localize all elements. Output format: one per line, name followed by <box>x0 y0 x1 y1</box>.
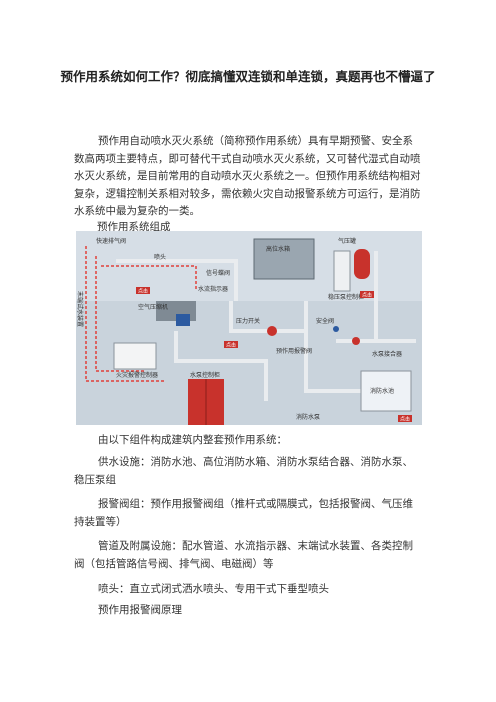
safety-valve <box>333 326 339 332</box>
label-fire-pump: 消防水泵 <box>296 413 320 421</box>
label-sprinkler: 喷头 <box>154 253 166 261</box>
component-item-1: 供水设施：消防水池、高位消防水箱、消防水泵结合器、消防水泵、稳压泵组 <box>74 456 413 486</box>
label-alarm-panel: 火灾报警控制器 <box>116 371 158 379</box>
alarm-valve <box>267 326 277 336</box>
figure-caption: 预作用系统组成 <box>97 221 171 233</box>
stabilizer-cabinet <box>333 250 351 292</box>
label-pressure-switch: 压力开关 <box>236 317 260 325</box>
label-alarm-valve: 预作用报警阀 <box>276 347 312 355</box>
component-item-2: 报警阀组：预作用报警阀组（推杆式或隔膜式，包括报警阀、气压维持装置等） <box>74 498 413 528</box>
label-exhaust-valve: 快速排气阀 <box>96 237 126 245</box>
components-intro: 由以下组件构成建筑内整套预作用系统： <box>98 434 287 446</box>
tag-4[interactable]: 点击 <box>400 416 410 423</box>
label-pressure-tank: 气压罐 <box>338 237 356 245</box>
label-fire-pool: 消防水池 <box>370 387 394 395</box>
tag-2[interactable]: 点击 <box>226 342 236 349</box>
label-air-compressor: 空气压缩机 <box>138 303 168 311</box>
component-item-3: 管道及附属设施：配水管道、水流指示器、末端试水装置、各类控制阀（包括管路信号阀、… <box>74 540 413 570</box>
blue-pump <box>176 314 190 326</box>
label-signal-valve: 信号蝶阀 <box>206 269 230 277</box>
next-heading: 预作用报警阀原理 <box>98 604 182 616</box>
tag-1[interactable]: 点击 <box>138 288 148 295</box>
system-diagram: 快速排气阀 末端试水装置 喷头 信号蝶阀 水流指示器 空气压缩机 火灾报警控制器… <box>76 231 422 425</box>
alarm-panel <box>113 342 157 370</box>
label-roof-tank: 高位水箱 <box>266 245 290 253</box>
tag-3[interactable]: 点击 <box>362 292 372 299</box>
pressure-tank <box>354 249 370 279</box>
article-title: 预作用系统如何工作？彻底搞懂双连锁和单连锁，真题再也不懵逼了 <box>60 69 436 84</box>
water-adapter <box>352 337 360 345</box>
label-safety-valve: 安全阀 <box>316 317 334 325</box>
intro-paragraph: 预作用自动喷水灭火系统（简称预作用系统）具有早期预警、安全系数高两项主要特点，即… <box>74 135 421 218</box>
label-stabilizer-cabinet: 稳压泵控制柜 <box>328 293 364 301</box>
roof-tank <box>253 238 315 280</box>
fire-pool <box>360 370 412 412</box>
hotspot-tags[interactable]: 点击 点击 点击 点击 <box>136 287 412 423</box>
label-end-test: 末端试水装置 <box>76 291 84 327</box>
component-item-4: 喷头：直立式闭式洒水喷头、专用干式下垂型喷头 <box>98 583 329 595</box>
label-water-adapter: 水泵接合器 <box>372 350 402 358</box>
label-pump-cabinet: 水泵控制柜 <box>190 371 220 379</box>
label-water-flow: 水流指示器 <box>198 285 228 293</box>
